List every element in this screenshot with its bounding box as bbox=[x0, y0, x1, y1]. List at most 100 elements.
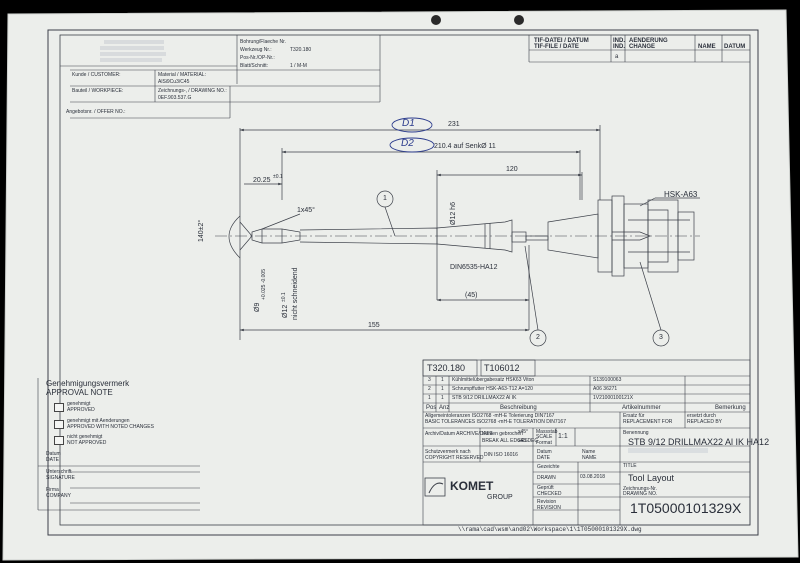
dim-155: 155 bbox=[368, 322, 380, 329]
firma-en: COMPANY bbox=[46, 493, 71, 499]
part-qty: 1 bbox=[441, 395, 444, 401]
rev-datum: DATUM bbox=[724, 44, 746, 50]
approval-title-de: Genehmigungsvermerk bbox=[46, 379, 130, 388]
dim-2025: 20.25 bbox=[253, 177, 271, 184]
scale-value: 1:1 bbox=[558, 433, 568, 440]
part-pos: 1 bbox=[428, 395, 431, 401]
part-desc: Schrumpffutter HSK-A63-T12 A=120 bbox=[452, 386, 533, 392]
part-art: S139100063 bbox=[593, 377, 622, 383]
header-block bbox=[60, 35, 750, 119]
tool-box-2: T106012 bbox=[484, 363, 520, 373]
rev-change-en: CHANGE bbox=[629, 44, 656, 50]
ersatz-label: Ersatz für bbox=[623, 413, 645, 419]
dim-h6: Ø12 h6 bbox=[450, 202, 457, 225]
rev-ind-en: IND. bbox=[613, 44, 625, 50]
not-approved-checkbox[interactable] bbox=[54, 436, 64, 445]
company-name: KOMET bbox=[450, 479, 494, 493]
handwritten-d1: D1 bbox=[402, 118, 415, 129]
replaced-label: REPLACED BY bbox=[687, 419, 723, 425]
rev-name: NAME bbox=[698, 44, 716, 50]
kanten-en: BREAK ALL EDGES bbox=[482, 438, 528, 444]
datum-de: Datum bbox=[46, 451, 61, 457]
approval-title-en: APPROVAL NOTE bbox=[46, 388, 113, 397]
dim-d12-tol: ±0.1 bbox=[281, 292, 287, 302]
part-art: A06 36271 bbox=[593, 386, 618, 392]
col-anz: Anz bbox=[439, 405, 450, 411]
balloon-1: 1 bbox=[383, 195, 387, 202]
part-pos: 2 bbox=[428, 386, 431, 392]
firma-de: Firma bbox=[46, 487, 59, 493]
rev-ind: IND. bbox=[613, 38, 625, 44]
handwritten-d2: D2 bbox=[401, 138, 414, 149]
part-qty: 1 bbox=[441, 386, 444, 392]
balloon-3: 3 bbox=[659, 334, 663, 341]
not-approved-de: nicht genehmigt bbox=[67, 434, 103, 440]
dim-231: 231 bbox=[448, 121, 460, 128]
bohrung-label: Bohrung/Flaeche Nr. bbox=[240, 39, 286, 45]
datum-col: Datum bbox=[537, 449, 552, 455]
format-label: Format bbox=[536, 440, 552, 446]
replacement-label: REPLACEMENT FOR bbox=[623, 419, 673, 425]
dim-d9: Ø9 bbox=[254, 302, 261, 312]
part-art: 1V21000100121X bbox=[593, 395, 634, 401]
din-label: DIN6535-HA12 bbox=[450, 264, 498, 271]
kanten-de: Kanten gebrochen bbox=[482, 431, 523, 437]
approved-with-changes-checkbox[interactable] bbox=[54, 420, 64, 429]
werkzeug-label: Werkzeug Nr.: bbox=[240, 47, 272, 53]
approved-checkbox[interactable] bbox=[54, 403, 64, 412]
werkzeug-value: T320.180 bbox=[290, 47, 312, 53]
schutz-en: COPYRIGHT RESERVED bbox=[425, 455, 484, 461]
kunde-label: Kunde / CUSTOMER: bbox=[72, 72, 121, 78]
rev-row-index: a bbox=[615, 54, 619, 60]
zeichnung-label: Zeichnungs-, / DRAWING NO.: bbox=[158, 88, 227, 94]
hsk-label: HSK-A63 bbox=[664, 190, 698, 199]
outer-frame bbox=[47, 29, 759, 536]
angebot-label: Angebotsnr. / OFFER NO.: bbox=[66, 109, 126, 115]
gezeichnet-label: Gezeichte bbox=[537, 464, 560, 470]
title-block-grid bbox=[422, 359, 751, 526]
dim-2025-tol: ±0.1 bbox=[273, 174, 283, 180]
date-col-en: DATE bbox=[537, 455, 550, 461]
part-desc: Kühlmittelübergabesatz HSK63 Viton bbox=[452, 377, 535, 383]
name-col-en: NAME bbox=[582, 455, 597, 461]
paper bbox=[2, 9, 799, 561]
col-bem: Bemerkung bbox=[715, 405, 746, 411]
scale-label: SCALE bbox=[536, 434, 553, 440]
approved-changes-en: APPROVED WITH NOTED CHANGES bbox=[67, 424, 154, 430]
tool-drawing bbox=[215, 125, 700, 347]
kanten-en-val: x45 DEG bbox=[518, 438, 539, 444]
kanten-de-val: x45° bbox=[518, 429, 529, 435]
nicht-schneidend: nicht schneidend bbox=[292, 267, 299, 320]
col-art: Artikelnummer bbox=[622, 405, 661, 411]
dim-d12-shank: Ø12 bbox=[282, 304, 289, 318]
ersetzt-label: ersetzt durch bbox=[687, 413, 716, 419]
tol-de: Allgemeintoleranzen ISO2768 -mH-E Toleri… bbox=[425, 413, 555, 419]
col-desc: Beschreibung bbox=[500, 405, 537, 411]
drawing-subtitle: Tool Layout bbox=[628, 473, 675, 483]
tool-box-1: T320.180 bbox=[427, 363, 466, 373]
unterschrift-en: SIGNATURE bbox=[46, 475, 75, 481]
name-col: Name bbox=[582, 449, 596, 455]
komet-logo bbox=[424, 477, 446, 497]
material-label: Material / MATERIAL: bbox=[158, 72, 206, 78]
punch-hole-left bbox=[431, 15, 441, 25]
revision-en: REVISION bbox=[537, 505, 561, 511]
approval-box bbox=[37, 378, 200, 511]
file-path: \\rama\cad\wsm\and02\Workspace\1\1T05000… bbox=[458, 526, 642, 533]
pos-label: Pos-Nr./OP-Nr.: bbox=[240, 55, 275, 61]
dim-140: 140±2° bbox=[198, 219, 205, 242]
not-approved-en: NOT APPROVED bbox=[67, 440, 107, 446]
blatt-label: Blatt/Schnitt: bbox=[240, 63, 269, 69]
benennung-label: Benennung bbox=[623, 430, 649, 436]
approved-de: genehmigt bbox=[67, 401, 91, 407]
blatt-value: 1 / M-M bbox=[290, 63, 307, 69]
title-label: TITLE bbox=[623, 463, 637, 469]
drawing-number: 1T05000101329X bbox=[630, 500, 742, 516]
drawn-label: DRAWN bbox=[537, 475, 556, 481]
dim-chamfer: 1x45° bbox=[297, 207, 315, 214]
punch-hole-right bbox=[514, 15, 524, 25]
revision-de: Revision bbox=[537, 499, 557, 505]
geprueft-label: Geprüft bbox=[537, 485, 554, 491]
